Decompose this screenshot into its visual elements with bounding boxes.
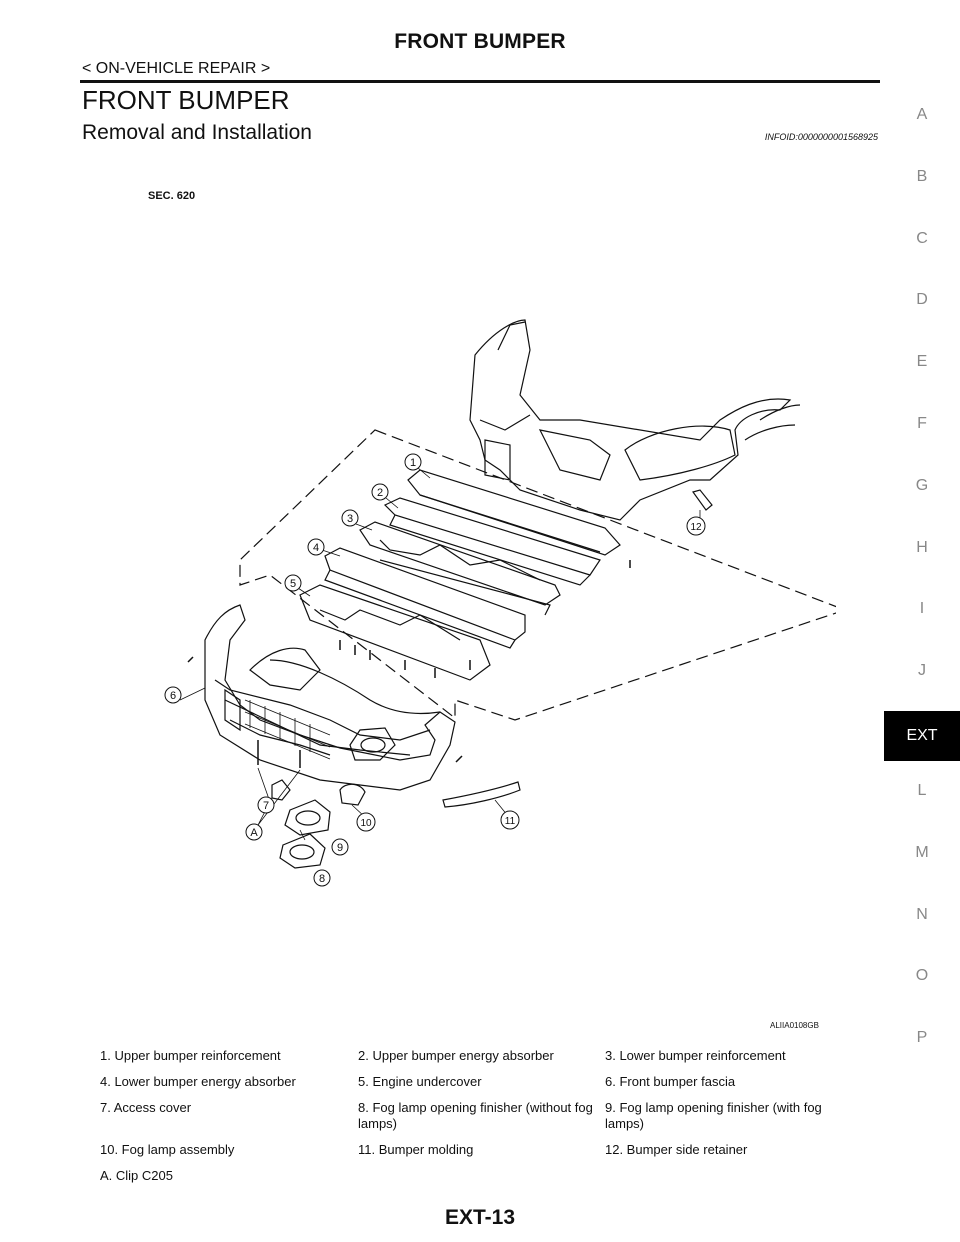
callout-2 (371, 483, 389, 501)
callout-5-label: 5 (290, 578, 296, 590)
callout-12 (686, 516, 706, 536)
lower-bumper-reinforcement (359, 521, 561, 606)
callout-1 (404, 453, 422, 471)
callout-12-label: 12 (690, 522, 702, 533)
callout-4-label: 4 (313, 542, 319, 554)
legend-item: 12. Bumper side retainer (605, 1142, 748, 1157)
callout-3-label: 3 (347, 513, 353, 525)
side-index-letter[interactable]: G (915, 476, 929, 494)
side-index-letter[interactable]: F (917, 414, 927, 432)
callout-2-label: 2 (377, 487, 383, 499)
legend-item: 5. Engine undercover (358, 1074, 482, 1089)
callout-1-label: 1 (410, 457, 416, 469)
page-title: FRONT BUMPER (82, 85, 290, 115)
side-index-active-tab[interactable]: EXT (884, 711, 960, 761)
figure-code: ALIIA0108GB (770, 1021, 819, 1030)
side-index-lower: L M N O P (884, 776, 960, 1085)
assembly-outline (239, 429, 836, 721)
side-index-letter[interactable]: J (918, 662, 926, 680)
access-cover (271, 779, 291, 801)
side-index-letter[interactable]: I (919, 600, 925, 618)
legend-item: 8. Fog lamp opening finisher (without fo… (358, 1100, 593, 1131)
side-index-letter[interactable]: M (915, 843, 929, 861)
callout-7 (257, 796, 275, 814)
upper-bumper-energy-absorber (383, 497, 601, 576)
side-index-letter[interactable]: P (916, 1029, 928, 1047)
front-bumper-fascia (204, 604, 456, 791)
side-index: A B C D E F G H I J (884, 100, 960, 718)
callout-9-label: 9 (337, 842, 343, 854)
lower-bumper-energy-absorber (324, 547, 526, 641)
side-index-letter[interactable]: A (916, 106, 928, 123)
side-index-letter[interactable]: D (916, 291, 928, 309)
running-title: FRONT BUMPER (394, 30, 566, 53)
side-index-letter[interactable]: H (916, 538, 928, 556)
side-index-letter[interactable]: N (916, 905, 928, 923)
callout-7-label: 7 (263, 800, 269, 812)
legend-item: 10. Fog lamp assembly (100, 1142, 235, 1157)
callout-3 (341, 509, 359, 527)
fog-lamp-finisher-with-fog (284, 799, 331, 836)
legend-item: 7. Access cover (100, 1100, 192, 1115)
page-number: EXT-13 (444, 1206, 516, 1229)
header-rule (80, 80, 880, 83)
callout-a-label: A (250, 827, 258, 839)
section-subtitle: Removal and Installation (82, 121, 312, 144)
side-index-letter[interactable]: C (916, 229, 928, 247)
callout-11-label: 11 (505, 816, 516, 827)
legend-item: 11. Bumper molding (358, 1142, 474, 1157)
callout-9 (331, 838, 349, 856)
legend-item: 3. Lower bumper reinforcement (605, 1048, 786, 1063)
engine-undercover (299, 584, 491, 681)
side-index-letter[interactable]: B (916, 167, 928, 185)
callout-8 (313, 869, 331, 887)
callout-10 (356, 812, 376, 832)
bumper-molding (442, 781, 521, 808)
callout-5 (284, 574, 302, 592)
side-index-letter[interactable]: O (915, 967, 929, 985)
fog-lamp-finisher-without-fog (279, 833, 326, 869)
callout-6-label: 6 (170, 690, 176, 702)
figure-sec-label: SEC. 620 (148, 190, 196, 202)
callout-11 (500, 810, 520, 830)
exploded-view-diagram: 1 2 3 4 5 6 7 8 9 10 11 12 A (164, 319, 836, 887)
section-breadcrumb: < ON-VEHICLE REPAIR > (82, 60, 271, 77)
side-index-letter[interactable]: L (917, 782, 927, 799)
body-structure (469, 319, 792, 521)
callout-8-label: 8 (319, 873, 325, 885)
legend-item: 6. Front bumper fascia (605, 1074, 736, 1089)
legend-item: A. Clip C205 (100, 1168, 173, 1183)
fog-lamp-assembly (339, 783, 366, 806)
legend-item: 9. Fog lamp opening finisher (with fog l… (605, 1100, 822, 1131)
callout-a (245, 823, 263, 841)
callout-10-label: 10 (360, 818, 372, 829)
side-index-letter[interactable]: E (916, 353, 928, 371)
legend-item: 1. Upper bumper reinforcement (100, 1048, 281, 1063)
info-id: INFOID:0000000001568925 (764, 132, 878, 142)
callout-6 (164, 686, 182, 704)
callout-4 (307, 538, 325, 556)
legend-item: 4. Lower bumper energy absorber (100, 1074, 296, 1089)
bumper-side-retainer (692, 489, 713, 511)
legend-item: 2. Upper bumper energy absorber (358, 1048, 554, 1063)
